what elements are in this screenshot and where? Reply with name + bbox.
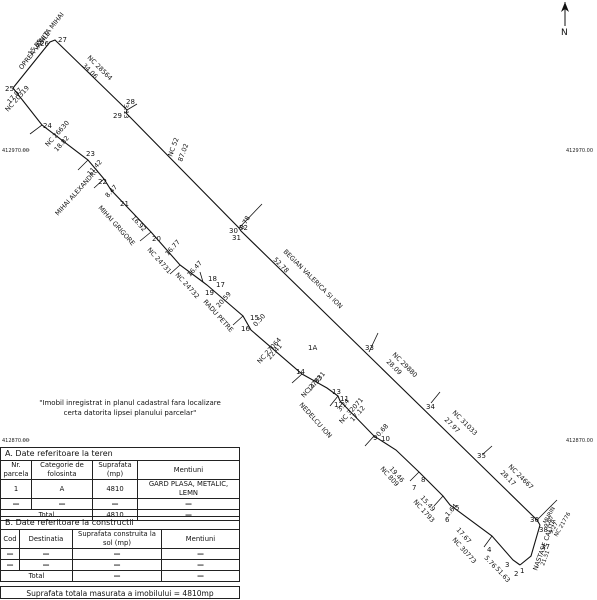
point-28: 28 [126,98,135,106]
cell: — [137,498,240,510]
point-7: 7 [412,484,416,492]
coord-bottom-left: 412870.00 [2,438,29,444]
north-arrow-icon [561,2,569,26]
distance-32: 21.51 [540,550,551,567]
point-22: 22 [98,178,107,186]
point-4: 4 [487,546,492,554]
table-buildings: B. Date referitoare la constructii Cod D… [0,516,240,582]
table-land: A. Date referitoare la teren Nr. parcela… [0,447,240,521]
cell: GARD PLASA, METALIC, LEMN [137,479,240,499]
cell: A [31,479,93,499]
point-34: 34 [426,403,435,411]
cell: — [92,498,138,510]
table-row: — — — — [0,559,240,571]
col-mentiuni: Mentiuni [137,460,240,480]
point-18: 18 [208,275,217,283]
table-total-row: Total — — [0,570,240,582]
distance-17-16: 20.59 [215,290,233,309]
cell: — [0,559,20,571]
point-20: 20 [152,235,161,243]
cell: — [72,548,162,560]
total-label: Total [0,509,93,521]
point-16: 16 [241,325,250,333]
point-14: 14 [296,368,305,376]
distance-29-30: 87.02 [176,142,190,162]
point-30: 30 [229,227,238,235]
point-26: 26 [40,40,49,48]
cell: — [161,548,240,560]
point-38: 38 [539,526,548,534]
col-destinatia: Destinatia [19,529,73,549]
point-13: 13 [332,388,341,396]
registration-note: "Imobil inregistrat in planul cadastral … [39,399,221,417]
cell: — [0,498,32,510]
point-9: 9 [373,434,377,442]
point-35: 35 [477,452,486,460]
cell: — [19,559,73,571]
distance-21-20: 16.92 [130,214,148,233]
point-37: 37 [541,543,550,551]
table-row: 1 A 4810 GARD PLASA, METALIC, LEMN [0,479,240,499]
point-17: 17 [216,281,225,289]
point-6: 6 [445,516,450,524]
point-32: 32 [239,224,248,232]
table-land-title: A. Date referitoare la teren [0,447,240,460]
col-suprafata: Suprafata (mp) [92,460,138,480]
coord-top-right: 412970.00 [566,148,593,154]
point-15: 15 [250,314,259,322]
table-row: — — — — [0,548,240,560]
distance-38: 9.80 [544,515,556,529]
point-11: 11 [340,395,349,403]
cell: — [161,559,240,571]
point-27: 27 [58,36,67,44]
cell: — [19,548,73,560]
col-nr-parcela: Nr. parcela [0,460,32,480]
point-21: 21 [120,200,129,208]
point-5: 5 [455,504,459,512]
point-33: 33 [365,344,374,352]
point-23: 23 [86,150,95,158]
col-cod: Cod [0,529,20,549]
point-19: 19 [205,289,214,297]
col-categorie: Categorie de folosinta [31,460,93,480]
total-area-summary: Suprafata totala masurata a imobilului =… [0,586,240,599]
point-31: 31 [232,234,241,242]
distance-37: 9.27 [549,521,561,535]
point-3: 3 [505,561,509,569]
cell: — [161,570,240,582]
distance-20-19: 16.77 [164,238,182,257]
cell: 4810 [92,479,138,499]
point-12: 12 [334,401,343,409]
cell: — [0,548,20,560]
col-suprafata-construita: Suprafata construita la sol (mp) [72,529,162,549]
point-25: 25 [5,85,14,93]
point-29: 29 [113,112,122,120]
table-buildings-title: B. Date referitoare la constructii [0,516,240,529]
total-value: — [72,570,162,582]
point-24: 24 [43,122,52,130]
neighbor-mihai-alexandru: MIHAI ALEXANDRU [54,166,101,217]
point-2: 2 [514,570,518,578]
total-label: Total [0,570,73,582]
point-36: 36 [530,516,539,524]
cell: — [72,559,162,571]
cell: — [137,509,240,521]
col-mentiuni: Mentiuni [161,529,240,549]
point-1: 1 [520,567,524,575]
table-row: — — — — [0,498,240,510]
coord-bottom-right: 412870.00 [566,438,593,444]
cell: 1 [0,479,32,499]
north-label: N [561,28,568,38]
neighbor-nedelcu-ion: NEDELCU ION [298,401,334,440]
cell: — [31,498,93,510]
point-8: 8 [421,476,425,484]
parcel-label: 1A [308,344,317,352]
distance-28-29: 3.13 [122,104,130,118]
point-10: 10 [381,435,390,443]
table-total-row: Total 4810 — [0,509,240,521]
coord-top-left: 412970.00 [2,148,29,154]
